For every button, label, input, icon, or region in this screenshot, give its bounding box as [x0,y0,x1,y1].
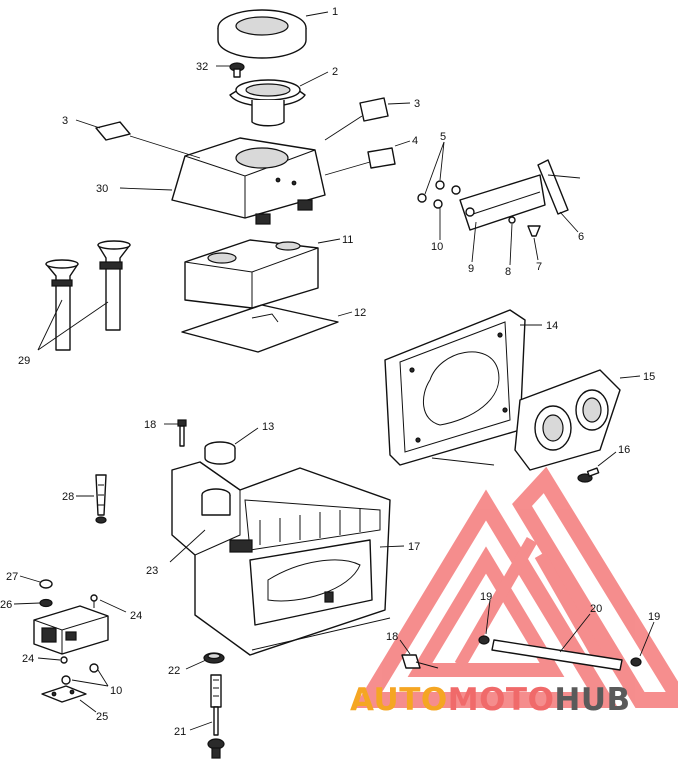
part-15-intake-flange [514,369,621,471]
watermark-text-moto: MOTO [448,682,555,718]
part-10-washers [61,663,99,685]
callout-8: 8 [505,266,511,278]
callout-10-top: 10 [431,241,443,253]
part-24-screw-top [90,594,98,608]
callout-21: 21 [174,726,186,738]
part-1-filter-ring [217,9,307,59]
callout-3: 3 [414,98,420,110]
part-3-decal-right [359,97,389,122]
part-12-gasket-plate [181,304,339,353]
callout-27: 27 [6,571,18,583]
watermark-logo [353,466,678,708]
part-25-bracket [41,685,87,703]
part-28-strap [95,474,107,524]
callout-20: 20 [590,603,602,615]
part-14-mount-plate [384,309,526,466]
bracket-assembly [417,159,581,237]
callout-1: 1 [332,6,338,18]
part-13-filler-cap [204,441,236,465]
callout-11: 11 [342,234,353,246]
part-18-fitting [401,654,439,669]
callout-13: 13 [262,421,274,433]
part-20-vent-hose [491,639,623,671]
callout-19-left: 19 [480,591,492,603]
part-16-screw [577,467,600,483]
callout-30: 30 [96,183,108,195]
callout-29: 29 [18,355,30,367]
callout-9: 9 [468,263,474,275]
part-18-bolt [177,419,187,447]
callout-23: 23 [146,565,158,577]
callout-5: 5 [440,131,446,143]
part-32-screw [229,62,245,78]
part-27-nut [39,579,53,589]
callout-18-bottom: 18 [386,631,398,643]
callout-18-top: 18 [144,419,156,431]
callout-17: 17 [408,541,420,553]
callout-12: 12 [354,307,366,319]
watermark-triangle-mid [454,537,606,668]
part-3-decal-left [95,121,131,141]
part-24-screw-bottom [60,656,68,664]
part-29-intake-stack-left [45,259,79,351]
part-22-grommet [203,652,225,664]
callout-14: 14 [546,320,558,332]
part-17-oil-tank [171,461,391,656]
callout-32: 32 [196,61,208,73]
callout-2: 2 [332,66,338,78]
part-4-decal [367,147,396,169]
watermark-text: AUTOMOTOHUB [350,682,631,718]
callout-25: 25 [96,711,108,723]
callout-22: 22 [168,665,180,677]
part-19-clamp-left [478,635,490,645]
callout-7: 7 [536,261,542,273]
part-11-filter-element [184,239,319,309]
part-2-intake-boot [229,79,306,127]
part-19-clamp-right [630,657,642,667]
part-cdi-module [33,605,109,655]
callout-28: 28 [62,491,74,503]
watermark-triangle-inner [407,546,565,677]
callout-24-bottom: 24 [22,653,34,665]
callout-24-top: 24 [130,610,142,622]
callout-15: 15 [643,371,655,383]
callout-26: 26 [0,599,12,611]
watermark-text-hub: HUB [554,682,630,718]
callout-6: 6 [578,231,584,243]
part-29-intake-stack-right [97,240,131,331]
callout-10-bottom: 10 [110,685,122,697]
watermark-text-auto: AUTO [350,682,448,718]
part-30-airbox-lid [171,137,326,225]
part-26-washer [39,598,53,608]
watermark-triangle-outer [353,466,678,708]
callout-3-prime: 3 [62,115,68,127]
callout-19-right: 19 [648,611,660,623]
callout-16: 16 [618,444,630,456]
part-21-sensor [207,674,225,759]
callout-4: 4 [412,135,418,147]
